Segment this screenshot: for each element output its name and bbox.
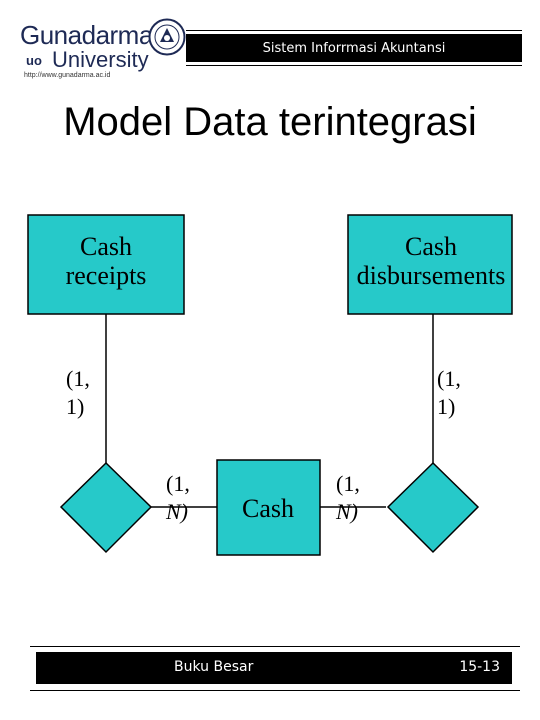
cardinality-disbursements-max: 1) — [437, 394, 455, 419]
cardinality-cash-left-min: (1, — [166, 471, 190, 496]
cash-receipts-label-line1: Cash — [80, 232, 132, 261]
cash-entity-label: Cash — [242, 494, 294, 523]
header-bar-text: Sistem Inforrmasi Akuntansi — [262, 40, 446, 56]
cash-disbursements-label-line2: disbursements — [357, 261, 506, 290]
page-number: 15-13 — [459, 659, 500, 675]
logo-url: http://www.gunadarma.ac.id — [24, 72, 111, 79]
header-bar: Sistem Inforrmasi Akuntansi — [186, 34, 522, 62]
cash-disbursements-label-line1: Cash — [405, 232, 457, 261]
receipts-relationship-diamond — [59, 461, 153, 554]
logo-prefix: uo — [26, 53, 42, 68]
university-logo: Gunadarma uo University http://www.gunad… — [14, 16, 186, 79]
cardinality-receipts-min: (1, — [66, 366, 90, 391]
cash-receipts-entity — [27, 214, 185, 315]
cardinality-receipts-max: 1) — [66, 394, 84, 419]
slide-title: Model Data terintegrasi — [63, 100, 477, 144]
cash-entity — [216, 459, 321, 556]
header-top-rule — [186, 30, 522, 31]
logo-name-bottom: University — [52, 47, 149, 72]
disbursements-relationship-diamond — [386, 461, 480, 554]
university-seal-icon — [148, 18, 186, 56]
footer-top-rule — [30, 646, 520, 647]
cardinality-cash-left-max: N) — [165, 499, 188, 524]
footer-bar: Buku Besar 15-13 — [36, 652, 512, 684]
logo-name-top: Gunadarma — [20, 20, 153, 50]
footer-section-title: Buku Besar — [174, 659, 254, 675]
cardinality-cash-right-max: N) — [335, 499, 358, 524]
cash-receipts-label-line2: receipts — [66, 261, 147, 290]
header-bottom-rule — [186, 65, 522, 66]
cash-disbursements-entity — [347, 214, 513, 315]
cardinality-disbursements-min: (1, — [437, 366, 461, 391]
footer-bottom-rule — [30, 690, 520, 691]
cardinality-cash-right-min: (1, — [336, 471, 360, 496]
